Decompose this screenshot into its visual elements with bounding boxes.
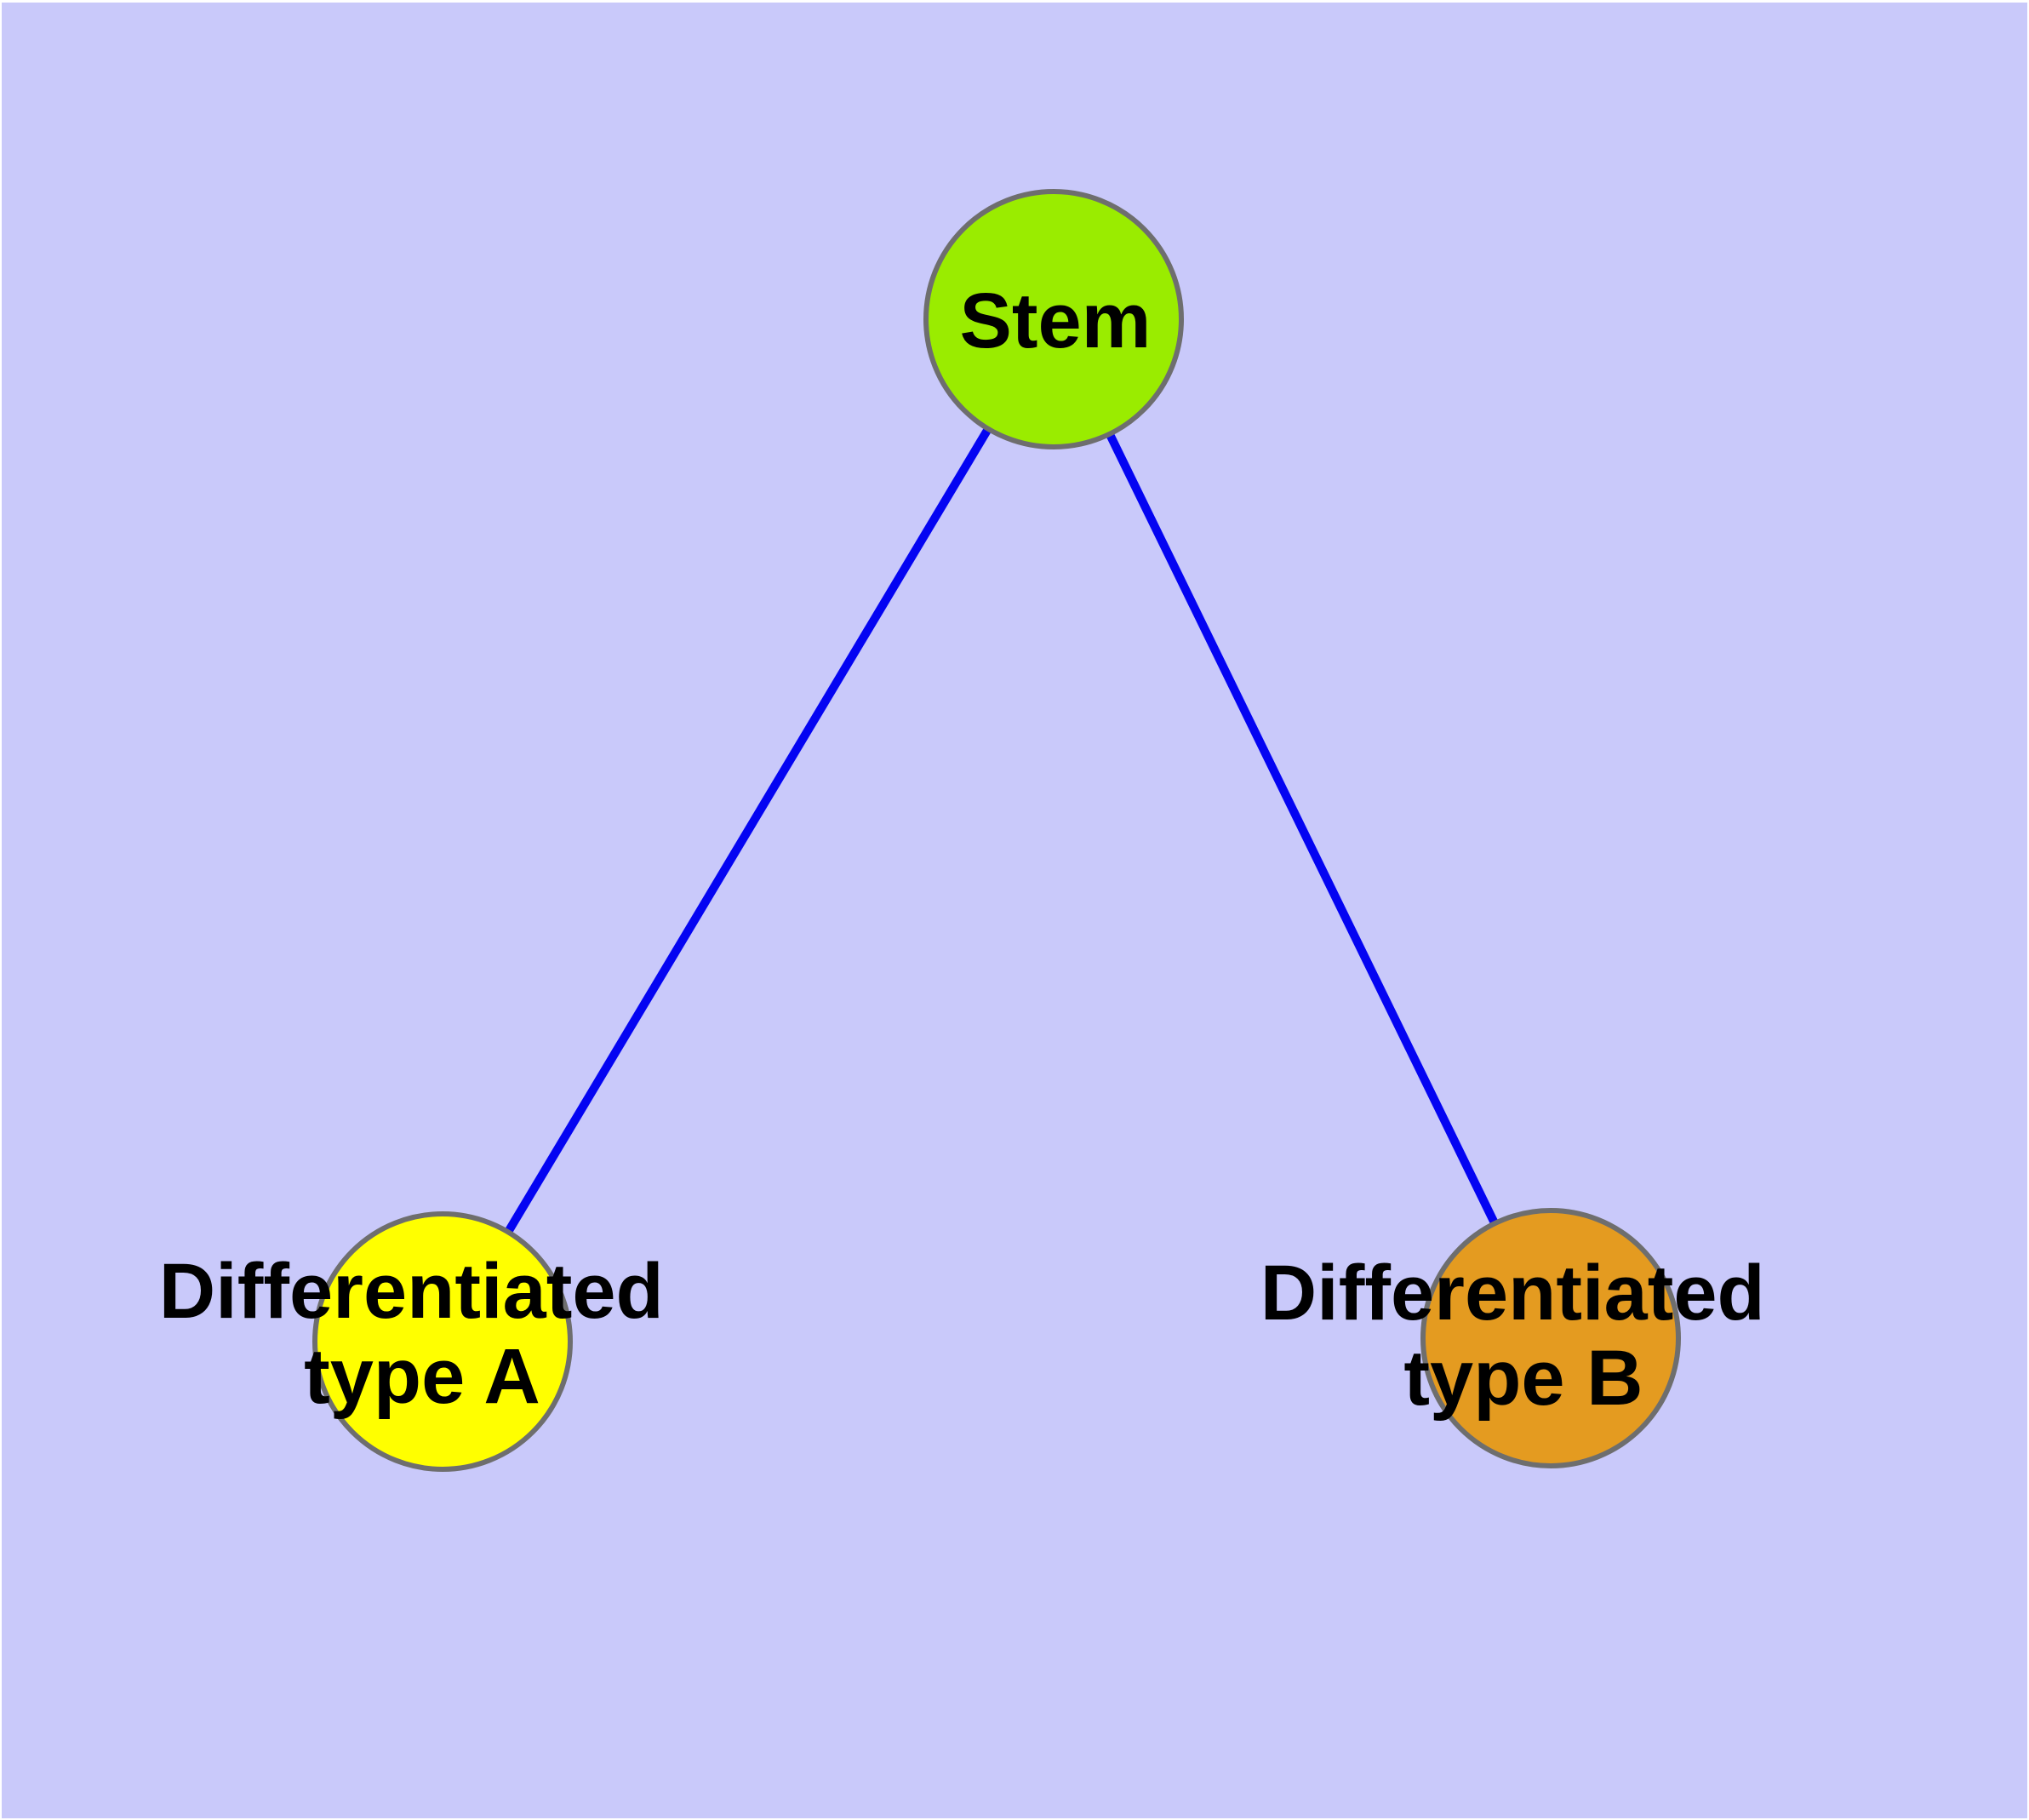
node-type-a-circle [312, 1211, 573, 1472]
node-type-b-label: Differentiated type B [1260, 1250, 1787, 1422]
node-type-a: Differentiated type A [159, 1211, 686, 1472]
node-type-b-label-line2: type B [1403, 1335, 1643, 1422]
node-stem-label: Stem [960, 278, 1152, 364]
node-stem: Stem [923, 189, 1184, 449]
edge-stem-to-type-a [438, 317, 1058, 1344]
edge-group [438, 317, 1555, 1344]
edge-stem-to-type-b [1049, 317, 1555, 1341]
node-type-a-label: Differentiated type A [159, 1248, 686, 1420]
node-stem-circle [923, 189, 1184, 449]
node-type-a-label-line2: type A [304, 1333, 540, 1420]
node-type-b: Differentiated type B [1260, 1208, 1787, 1468]
node-type-b-label-line1: Differentiated [1260, 1250, 1765, 1336]
node-type-a-label-line1: Differentiated [159, 1248, 664, 1335]
node-type-b-circle [1420, 1208, 1681, 1468]
